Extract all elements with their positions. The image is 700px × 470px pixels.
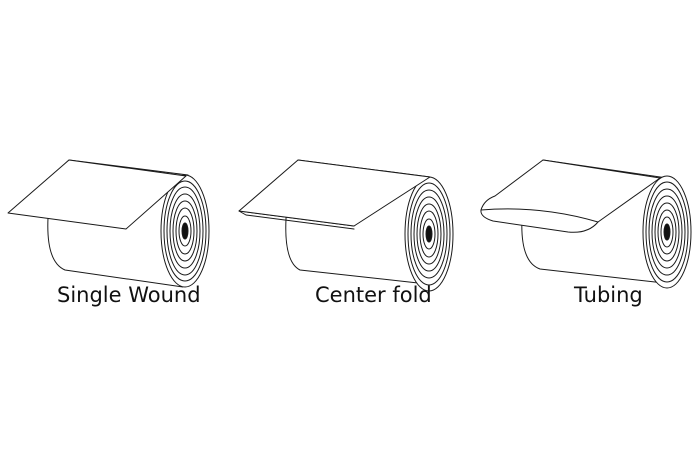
- center-fold-sheet-upper: [238, 159, 431, 227]
- single-wound-sheet: [7, 159, 187, 230]
- single-wound-roll-end: [160, 174, 210, 288]
- center-fold-roll-end: [404, 176, 454, 292]
- tubing-opening: [480, 208, 599, 223]
- tubing-sheet: [480, 159, 661, 233]
- center-fold-crease: [238, 210, 355, 230]
- center-fold-roll: [238, 159, 454, 292]
- single-wound-core: [181, 222, 189, 240]
- tubing-core: [663, 223, 671, 241]
- tubing-label: Tubing: [574, 283, 643, 307]
- tubing-roll: [480, 159, 692, 289]
- tubing-roll-end: [642, 175, 692, 289]
- single-wound-roll: [7, 159, 210, 288]
- center-fold-label: Center fold: [315, 283, 432, 307]
- single-wound-label: Single Wound: [57, 283, 201, 307]
- center-fold-core: [425, 225, 433, 243]
